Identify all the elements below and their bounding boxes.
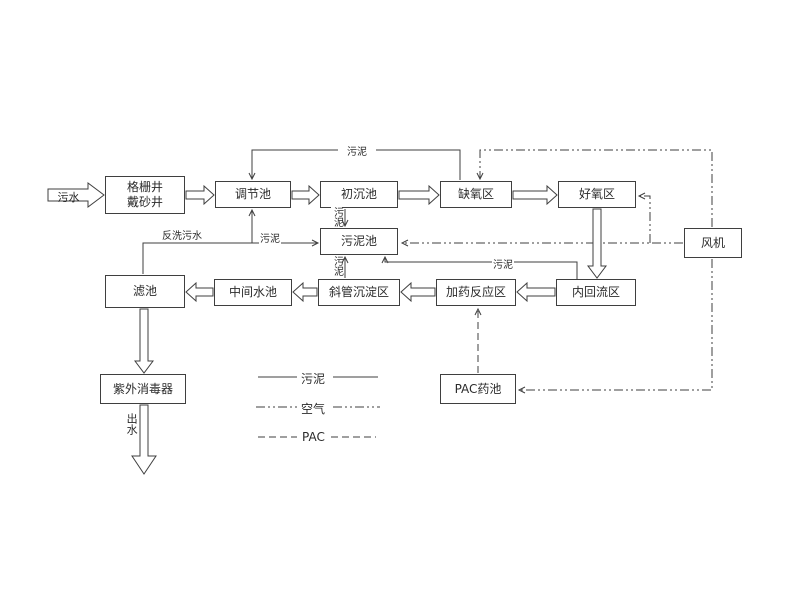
arrow-settler-to-intermediate <box>292 281 318 303</box>
legend-label-sludge: 污泥 <box>299 370 328 387</box>
edge-label-backwash-water: 反洗污水 <box>161 227 203 242</box>
node-grit-well: 格栅井 戴砂井 <box>105 176 185 214</box>
main-flow-arrows <box>47 182 607 475</box>
arrow-reflux-to-dosing <box>516 281 556 303</box>
arrow-uv-to-outlet <box>131 404 157 475</box>
arrow-filter-to-uv <box>134 308 154 374</box>
node-aerobic-zone: 好氧区 <box>558 181 636 208</box>
node-intermediate-tank: 中间水池 <box>214 279 292 306</box>
inlet-flow-label: 污水 <box>57 191 80 204</box>
node-primary-sedimentation-tank: 初沉池 <box>320 181 398 208</box>
arrow-aerobic-to-reflux <box>587 208 607 279</box>
edge-label-sludge-regulation: 污泥 <box>259 230 281 245</box>
edge-label-sludge-primary: 污泥 <box>331 207 343 227</box>
arrow-inlet <box>47 182 105 208</box>
line-air-blower-to-pac-tank <box>517 259 713 394</box>
node-regulation-tank: 调节池 <box>215 181 291 208</box>
node-blower: 风机 <box>684 228 742 258</box>
node-inclined-tube-settling-zone: 斜管沉淀区 <box>318 279 400 306</box>
arrow-intermediate-to-filter <box>185 281 214 303</box>
edge-label-sludge-settler: 污泥 <box>331 256 343 276</box>
node-dosing-reaction-zone: 加药反应区 <box>436 279 516 306</box>
legend-label-pac: PAC <box>300 430 327 444</box>
line-air-branch-to-aerobic <box>637 192 651 243</box>
node-sludge-tank: 污泥池 <box>320 228 398 255</box>
node-pac-tank: PAC药池 <box>440 374 516 404</box>
arrow-regulation-to-primary <box>291 184 320 206</box>
node-uv-disinfector: 紫外消毒器 <box>100 374 186 404</box>
node-internal-reflux-zone: 内回流区 <box>556 279 636 306</box>
air-lines <box>400 149 713 394</box>
arrow-dosing-to-settler <box>400 281 436 303</box>
outlet-flow-label: 出水 <box>125 413 139 435</box>
line-backwash-filter-to-sludge-tank <box>142 239 320 274</box>
node-filter-tank: 滤池 <box>105 275 185 308</box>
line-air-blower-to-anoxic <box>476 149 713 227</box>
edge-label-sludge-return-top: 污泥 <box>338 143 376 158</box>
line-sludge-reflux-to-sludge-tank <box>381 255 578 279</box>
legend-lines <box>256 376 380 438</box>
legend-label-air: 空气 <box>299 400 328 417</box>
node-anoxic-zone: 缺氧区 <box>440 181 512 208</box>
arrow-primary-to-anoxic <box>398 184 440 206</box>
arrow-anoxic-to-aerobic <box>512 184 558 206</box>
arrow-grit-to-regulation <box>185 184 215 206</box>
edge-label-sludge-reflux: 污泥 <box>492 256 514 271</box>
